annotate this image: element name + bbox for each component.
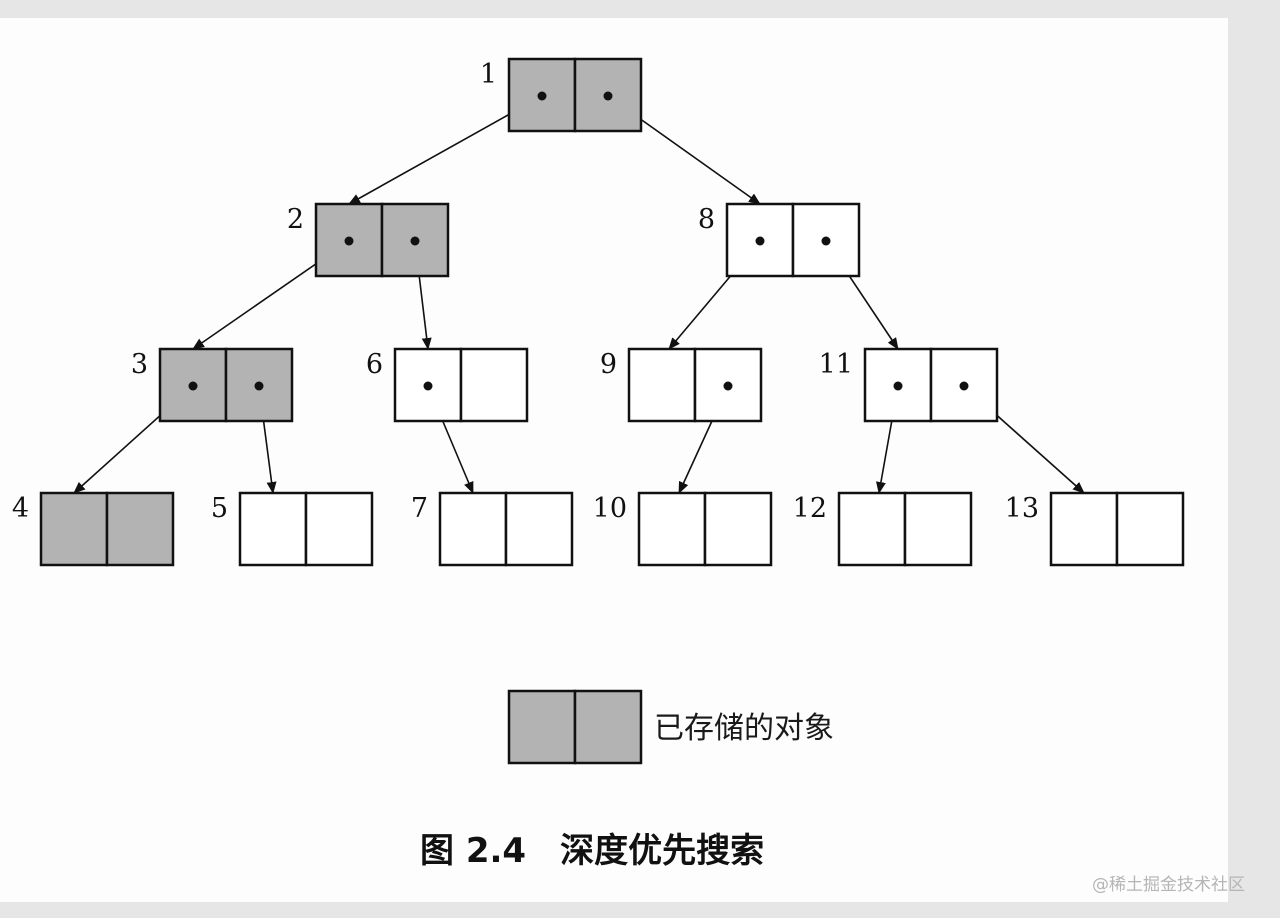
node-6-right-cell [459,347,529,423]
node-9-left-cell [627,347,697,423]
node-5-left-cell [238,491,308,567]
node-13-right-cell [1115,491,1185,567]
node-label-4: 4 [12,493,29,524]
node-label-1: 1 [480,59,497,90]
object-node-6: 6 [366,347,529,423]
edges-layer [73,95,1085,494]
node-10-left-cell [637,491,707,567]
pointer-dot-3-right [254,381,264,391]
pointer-dot-8-left [755,236,765,246]
node-label-3: 3 [131,349,148,380]
pointer-dot-8-right [821,236,831,246]
node-label-7: 7 [411,493,428,524]
node-label-8: 8 [698,204,715,235]
node-13-left-cell [1049,491,1119,567]
object-node-9: 9 [600,347,763,423]
node-label-6: 6 [366,349,383,380]
node-4-left-cell [39,491,109,567]
object-node-4: 4 [12,491,175,567]
object-node-12: 12 [793,491,973,567]
node-12-right-cell [903,491,973,567]
object-node-1: 1 [480,57,643,133]
legend-label: 已存储的对象 [654,711,834,746]
object-node-8: 8 [698,202,861,278]
object-node-2: 2 [287,202,450,278]
pointer-dot-11-left [893,381,903,391]
node-7-right-cell [504,491,574,567]
pointer-dot-1-right [603,91,613,101]
node-12-left-cell [837,491,907,567]
node-label-2: 2 [287,204,304,235]
node-label-9: 9 [600,349,617,380]
pointer-dot-2-right [410,236,420,246]
node-4-right-cell [105,491,175,567]
node-label-10: 10 [593,493,627,524]
object-node-7: 7 [411,491,574,567]
object-node-3: 3 [131,347,294,423]
object-node-11: 11 [819,347,999,423]
legend-box-right [573,689,643,765]
pointer-dot-2-left [344,236,354,246]
node-10-right-cell [703,491,773,567]
pointer-dot-3-left [188,381,198,391]
pointer-dot-11-right [959,381,969,391]
node-7-left-cell [438,491,508,567]
pointer-dot-9-right [723,381,733,391]
node-label-11: 11 [819,349,853,380]
node-5-right-cell [304,491,374,567]
node-label-13: 13 [1005,493,1039,524]
watermark: @稀土掘金技术社区 [1092,875,1245,895]
pointer-dot-1-left [537,91,547,101]
pointer-dot-6-left [423,381,433,391]
legend-box-left [507,689,577,765]
object-node-13: 13 [1005,491,1185,567]
legend: 已存储的对象 [507,689,834,765]
figure-caption: 图 2.4 深度优先搜索 [420,831,764,871]
node-label-12: 12 [793,493,827,524]
object-node-10: 10 [593,491,773,567]
node-label-5: 5 [211,493,228,524]
node-6-left-cell [393,347,463,423]
object-node-5: 5 [211,491,374,567]
